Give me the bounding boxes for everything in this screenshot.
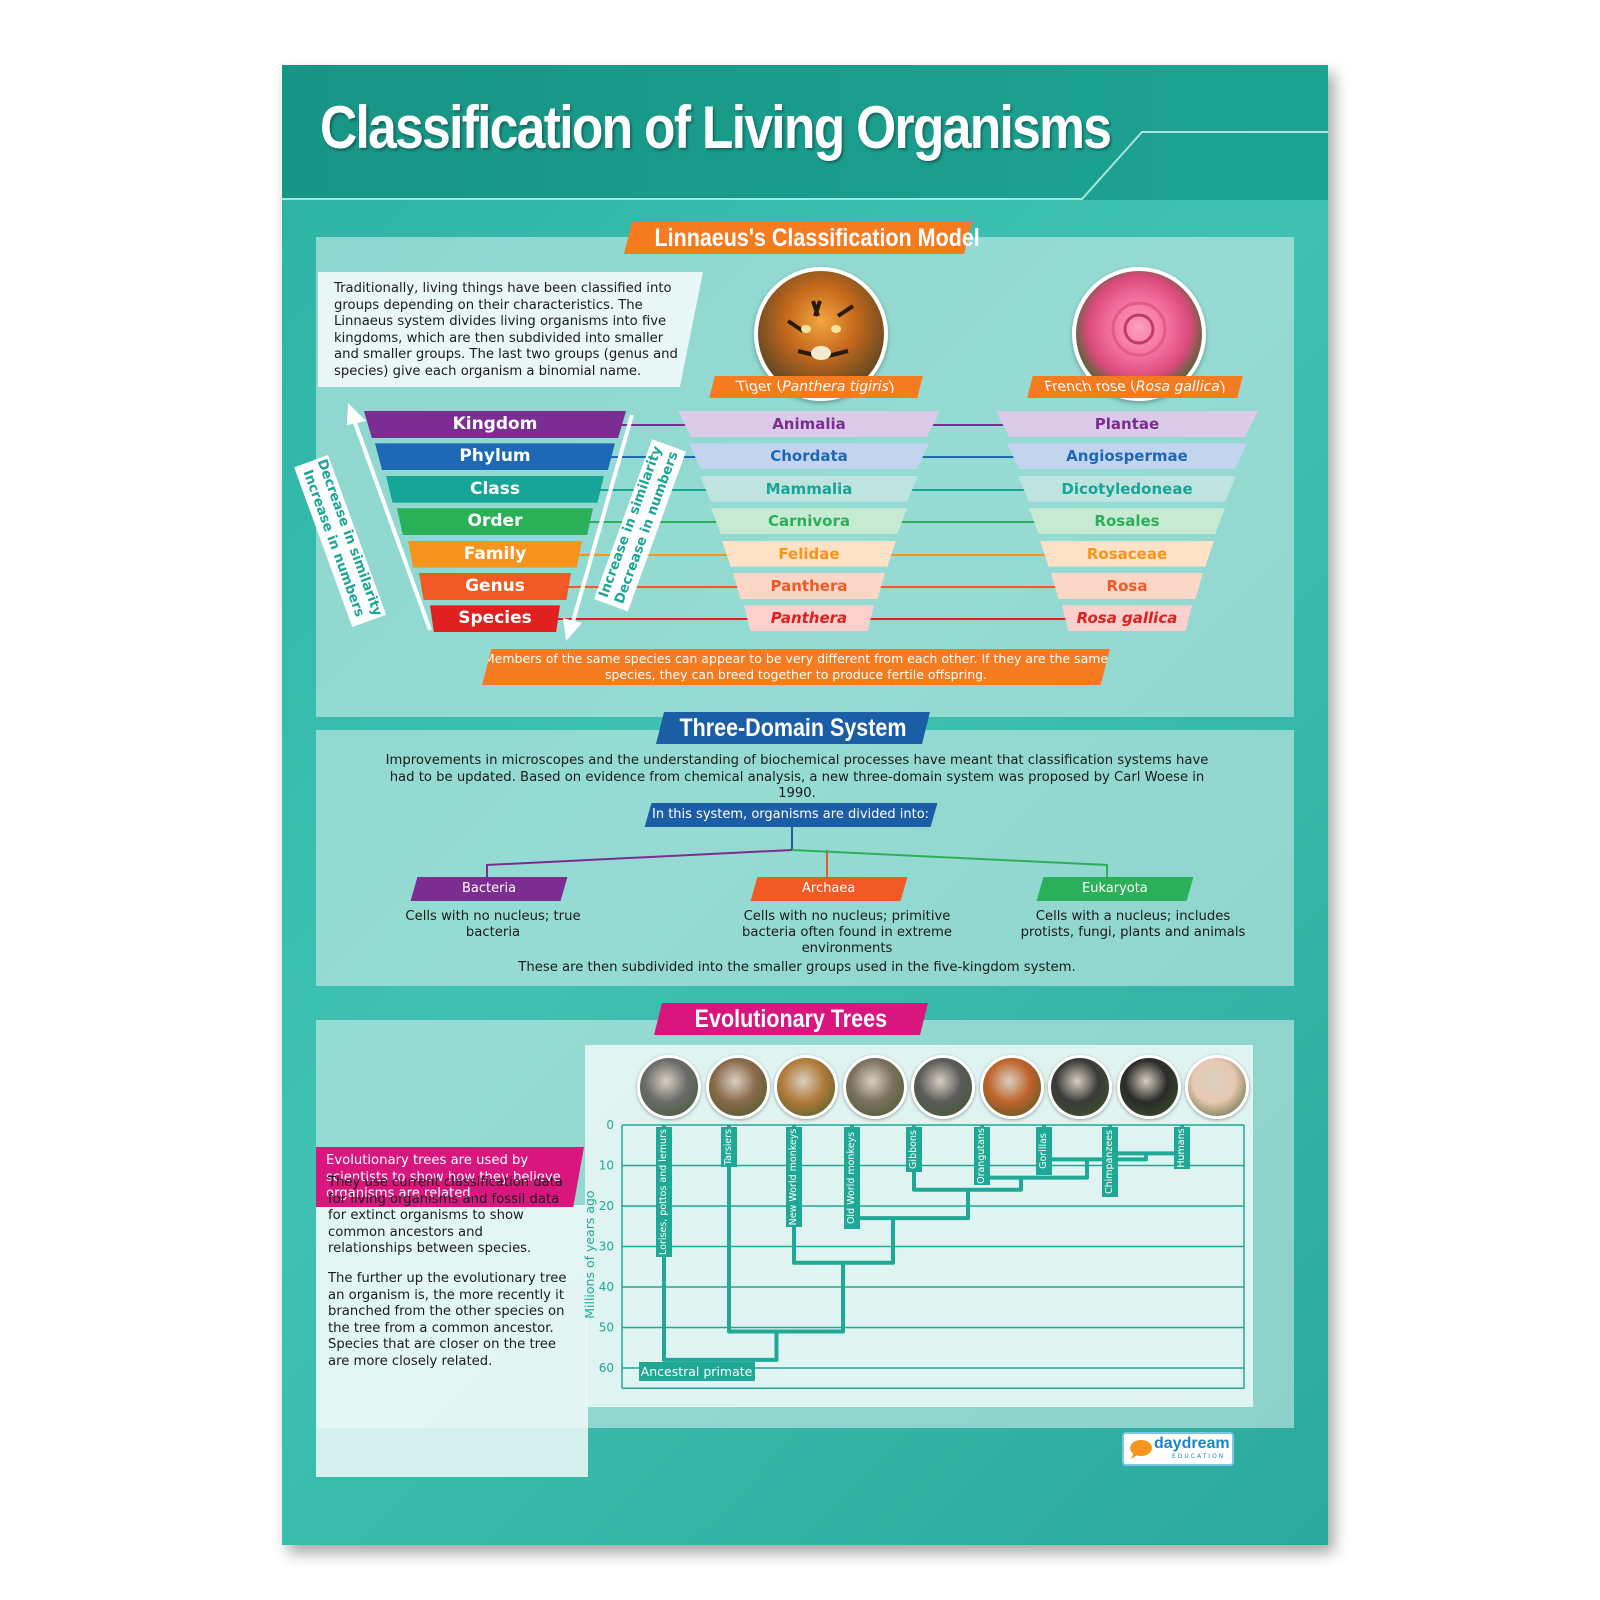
rank-species: Species <box>430 605 560 633</box>
tiger-order: Carnivora <box>711 508 907 535</box>
tree-branch <box>727 1125 845 1334</box>
speech-bubble-icon <box>1130 1440 1152 1459</box>
arrow-up-head-icon <box>347 403 366 425</box>
tree-label-lorises-pottos-and-lemurs: Lorises, pottos and lemurs <box>656 1127 672 1258</box>
y-tick-label: 60 <box>599 1361 614 1375</box>
rose-phylum: Angiospermae <box>1007 443 1247 470</box>
poster: Classification of Living Organisms Linna… <box>282 65 1328 1545</box>
arrow-down-head-icon <box>563 618 582 641</box>
tree-branch <box>980 1125 1089 1180</box>
tiger-kingdom: Animalia <box>678 411 940 437</box>
tree-label-humans: Humans <box>1174 1127 1190 1170</box>
rank-class: Class <box>386 475 604 503</box>
rose-kingdom: Plantae <box>996 411 1258 437</box>
three-domain-panel <box>316 730 1294 986</box>
evolution-para-1: They use current classification data for… <box>328 1175 564 1256</box>
tree-label-new-world-monkeys: New World monkeys <box>786 1127 802 1228</box>
y-tick-label: 50 <box>599 1321 614 1335</box>
page-title: Classification of Living Organisms <box>320 94 1112 161</box>
logo-text: daydream <box>1154 1435 1230 1452</box>
y-axis-label: Millions of years ago <box>582 1190 597 1318</box>
linnaeus-intro-box <box>318 272 703 387</box>
rank-genus: Genus <box>419 573 571 600</box>
rose-family: Rosaceae <box>1040 540 1214 567</box>
tree-label-orangutans: Orangutans <box>974 1127 990 1186</box>
rank-kingdom: Kingdom <box>364 411 626 438</box>
rose-petals-icon <box>1111 301 1167 357</box>
domain-bacteria-desc: Cells with no nucleus; true bacteria <box>405 909 581 940</box>
orangutan-photo <box>979 1055 1044 1119</box>
tree-label-chimpanzees: Chimpanzees <box>1102 1127 1118 1198</box>
tree-label-tarsiers: Tarsiers <box>721 1127 737 1168</box>
tree-label-gibbons: Gibbons <box>906 1127 922 1173</box>
old-world-monkey-photo <box>842 1055 907 1119</box>
tiger-family: Felidae <box>722 540 896 567</box>
gorilla-photo <box>1048 1055 1112 1119</box>
rose-genus: Rosa <box>1051 573 1203 599</box>
rose-order: Rosales <box>1029 508 1225 535</box>
y-tick-label: 30 <box>599 1240 614 1254</box>
lemurs-photo <box>637 1055 701 1119</box>
rank-phylum: Phylum <box>375 443 615 471</box>
tarsier-photo <box>705 1055 770 1119</box>
domain-archaea-desc: Cells with no nucleus; primitive bacteri… <box>742 909 952 956</box>
gibbon-photo <box>911 1055 975 1119</box>
tiger-species: Panthera tigiris <box>744 605 874 632</box>
tiger-phylum: Chordata <box>689 443 929 470</box>
tree-label-gorillas: Gorillas <box>1036 1127 1052 1176</box>
y-tick-label: 20 <box>599 1199 614 1213</box>
y-tick-label: 10 <box>599 1159 614 1173</box>
new-world-monkey-photo <box>774 1055 838 1119</box>
rank-family: Family <box>408 540 582 568</box>
evolution-intro: Evolutionary trees are used by scientist… <box>316 1147 584 1207</box>
y-tick-label: 0 <box>606 1118 614 1132</box>
chimpanzee-photo <box>1116 1055 1181 1119</box>
tree-branch <box>1108 1125 1184 1156</box>
linnaeus-intro-text: Traditionally, living things have been c… <box>334 281 678 379</box>
similarity-arrows <box>347 403 634 641</box>
humans-photo <box>1185 1055 1249 1119</box>
daydream-logo: daydream EDUCATION <box>1122 1432 1234 1466</box>
logo-subtext: EDUCATION <box>1172 1453 1226 1460</box>
domain-eukaryota-desc: Cells with a nucleus; includes protists,… <box>1020 909 1246 940</box>
tiger-genus: Panthera <box>733 573 885 599</box>
y-tick-label: 40 <box>599 1280 614 1294</box>
rank-order: Order <box>397 508 593 536</box>
domain-branches <box>486 827 1108 877</box>
rose-class: Dicotyledoneae <box>1018 475 1236 502</box>
header-decoration <box>282 131 1328 200</box>
tree-label-old-world-monkeys: Old World monkeys <box>844 1127 860 1230</box>
tree-branch <box>912 1125 1023 1192</box>
rose-species: Rosa gallica <box>1062 605 1192 632</box>
tiger-stripes-icon <box>786 300 855 360</box>
three-domain-footer: These are then subdivided into the small… <box>518 960 1076 975</box>
three-domain-intro: Improvements in microscopes and the unde… <box>385 753 1209 801</box>
tiger-class: Mammalia <box>700 475 918 502</box>
ancestral-primate-label: Ancestral primate <box>638 1361 755 1381</box>
evolution-text-panel <box>316 1205 588 1477</box>
evolutionary-tree: 0 10 20 30 40 50 60 Millions of years ago <box>582 1118 1245 1389</box>
evolution-para-2: The further up the evolutionary tree an … <box>328 1271 567 1369</box>
species-note: Members of the same species can appear t… <box>482 649 1110 685</box>
